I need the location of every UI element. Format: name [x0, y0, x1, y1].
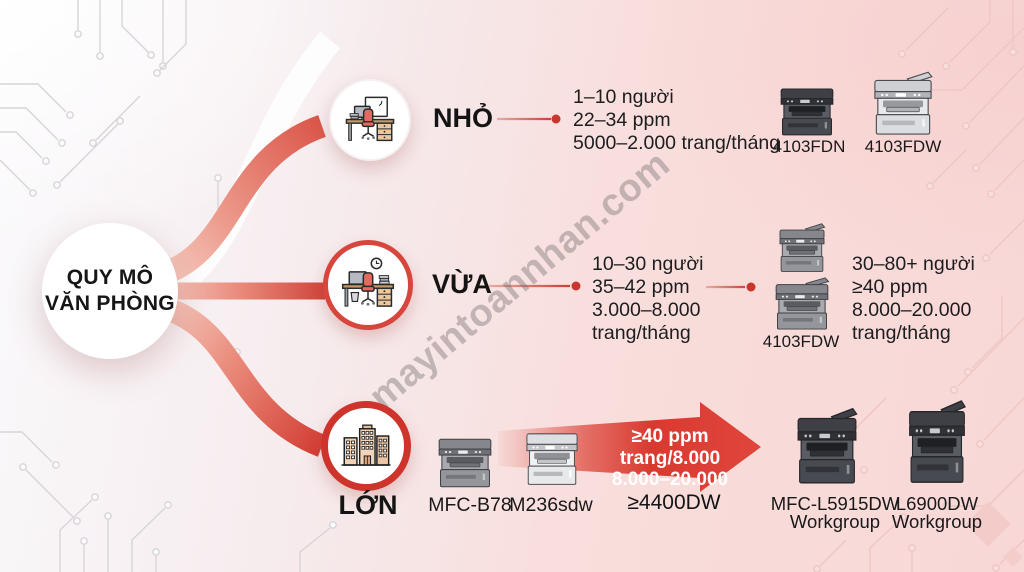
spec-people: 1–10 người — [573, 86, 674, 108]
printer-model: MFC-L5915DW — [770, 493, 900, 514]
printer-illustration-l6900dw — [901, 398, 973, 490]
spec-people: 30–80+ người — [852, 253, 975, 275]
spec-speed: 35–42 ppm — [592, 276, 690, 298]
desk-with-clock-icon — [341, 257, 395, 307]
connector-lines — [489, 114, 756, 292]
printer-label-4103fdw-small: 4103FDW — [864, 137, 942, 156]
printer-label-m236sdw: M236sdw — [509, 494, 593, 516]
printer-illustration-4103fdw-small — [866, 70, 940, 140]
spec-volume-unit: trang/tháng — [852, 322, 951, 344]
printer-label-4103fdn: 4103FDN — [772, 137, 846, 156]
desk-workstation-icon — [345, 96, 395, 142]
hub-title-line1: QUY MÔ — [66, 266, 154, 289]
printer-class: Workgroup — [891, 511, 983, 532]
medium-branch-label: VỪA — [432, 269, 492, 299]
spec-speed: 22–34 ppm — [573, 109, 671, 131]
spec-speed: ≥40 ppm — [852, 276, 928, 298]
printer-label-l6900dw: L6900DW Workgroup — [872, 493, 1002, 532]
printer-illustration-mfc-l5915dw — [789, 406, 865, 490]
printer-illustration-m236sdw — [519, 424, 585, 490]
spec-volume: 8.000–20.000 — [852, 299, 972, 321]
spec-volume: 5000–2.000 trang/tháng — [573, 132, 781, 154]
arrow-spec-volume1: trang/8.000 — [619, 447, 721, 469]
large-branch-label: LỚN — [338, 490, 398, 520]
printer-class: Workgroup — [789, 511, 881, 532]
printer-label-4103fdw-mid: 4103FDW — [762, 332, 840, 351]
printer-illustration-4103fdw-mid-top — [773, 222, 831, 276]
printer-illustration-4103fdn — [773, 80, 841, 140]
small-office-circle — [329, 79, 411, 161]
small-branch-label: NHỎ — [433, 103, 493, 133]
printer-model: L6900DW — [895, 493, 979, 514]
printer-illustration-4103fdw-mid-bottom — [768, 276, 836, 334]
office-buildings-icon — [341, 424, 391, 466]
printer-illustration-mfc-b78 — [431, 430, 499, 492]
spec-volume: 3.000–8.000 — [592, 299, 701, 321]
small-office-specs: 1–10 người 22–34 ppm 5000–2.000 trang/th… — [573, 86, 780, 155]
upgrade-arrow-caption: ≥4400DW — [627, 491, 721, 514]
upgrade-arrow-specs: ≥40 ppm trang/8.000 8.000–20.000 — [595, 426, 745, 491]
printer-label-mfc-b78: MFC-B78 — [428, 494, 512, 516]
spec-people: 10–30 người — [592, 253, 704, 275]
printer-label-mfc-l5915dw: MFC-L5915DW Workgroup — [770, 493, 900, 532]
branch-ribbons — [147, 115, 327, 457]
office-scale-hub: QUY MÔ VĂN PHÒNG — [42, 223, 178, 359]
arrow-spec-volume2: 8.000–20.000 — [611, 469, 729, 490]
large-office-circle — [321, 401, 411, 491]
medium-upgrade-specs: 30–80+ người ≥40 ppm 8.000–20.000 trang/… — [852, 253, 975, 345]
spec-volume-unit: trang/tháng — [592, 322, 691, 344]
medium-office-circle — [323, 240, 413, 330]
medium-office-specs: 10–30 người 35–42 ppm 3.000–8.000 trang/… — [592, 253, 704, 345]
arrow-spec-speed: ≥40 ppm — [631, 426, 709, 447]
hub-title-line2: VĂN PHÒNG — [45, 292, 175, 315]
